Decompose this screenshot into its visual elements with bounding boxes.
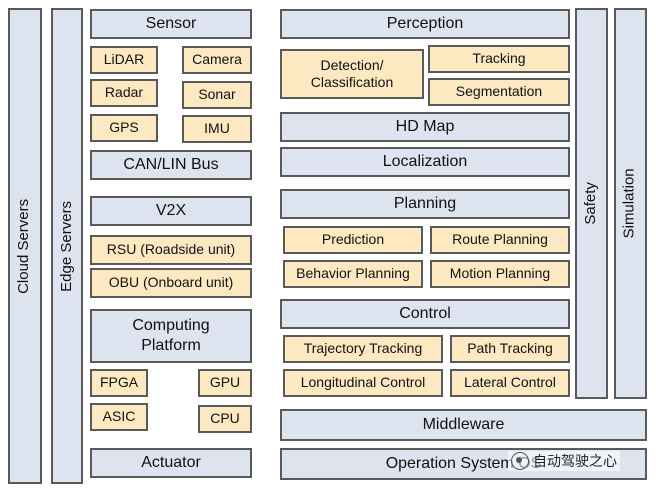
control-header: Control: [280, 299, 570, 329]
control-lateral-control: Lateral Control: [450, 369, 570, 397]
simulation-bar: Simulation: [614, 8, 647, 399]
compute-cpu: CPU: [198, 405, 252, 433]
perception-segmentation: Segmentation: [428, 78, 570, 106]
localization: Localization: [280, 147, 570, 177]
planning-prediction: Prediction: [283, 226, 423, 254]
computing-platform-header: Computing Platform: [90, 309, 252, 363]
perception-header: Perception: [280, 9, 570, 39]
edge-servers-label: Edge Servers: [57, 200, 75, 292]
planning-header: Planning: [280, 189, 570, 219]
control-path-tracking: Path Tracking: [450, 335, 570, 363]
sensor-imu: IMU: [182, 115, 252, 143]
cloud-servers-label: Cloud Servers: [15, 198, 33, 294]
planning-route-planning: Route Planning: [430, 226, 570, 254]
perception-tracking: Tracking: [428, 45, 570, 73]
perception-detection-classification: Detection/ Classification: [280, 49, 424, 99]
actuator: Actuator: [90, 448, 252, 478]
sensor-gps: GPS: [90, 114, 158, 142]
sensor-camera: Camera: [182, 46, 252, 74]
hd-map: HD Map: [280, 112, 570, 142]
control-trajectory-tracking: Trajectory Tracking: [283, 335, 443, 363]
can-lin-bus: CAN/LIN Bus: [90, 150, 252, 180]
control-longitudinal-control: Longitudinal Control: [283, 369, 443, 397]
planning-motion-planning: Motion Planning: [430, 260, 570, 288]
v2x-rsu: RSU (Roadside unit): [90, 235, 252, 265]
sensor-sonar: Sonar: [182, 81, 252, 109]
compute-asic: ASIC: [90, 403, 148, 431]
compute-fpga: FPGA: [90, 369, 148, 397]
wechat-logo-icon: [511, 452, 529, 470]
edge-servers-bar: Edge Servers: [51, 8, 83, 484]
sensor-lidar: LiDAR: [90, 46, 158, 74]
sensor-header: Sensor: [90, 9, 252, 39]
sensor-radar: Radar: [90, 79, 158, 107]
cloud-servers-bar: Cloud Servers: [8, 8, 42, 484]
v2x-obu: OBU (Onboard unit): [90, 268, 252, 298]
v2x-header: V2X: [90, 196, 252, 226]
compute-gpu: GPU: [198, 369, 252, 397]
planning-behavior-planning: Behavior Planning: [283, 260, 423, 288]
watermark: 自动驾驶之心: [508, 451, 620, 471]
middleware: Middleware: [280, 409, 647, 441]
safety-bar: Safety: [575, 8, 608, 399]
